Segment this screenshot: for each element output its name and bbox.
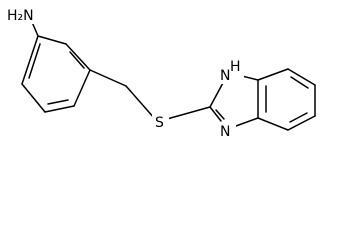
bond: [21, 83, 46, 113]
bond: [209, 80, 225, 108]
double-bond-line: [69, 51, 85, 69]
bond: [44, 105, 75, 113]
nitrogen-label: N: [220, 124, 230, 140]
bond: [287, 115, 316, 131]
double-bond-line: [215, 109, 225, 120]
double-bond-line: [289, 112, 308, 123]
nh-hydrogen-label: H: [230, 59, 241, 75]
methylene-bond: [89, 69, 127, 87]
benzene-ring: [21, 35, 91, 113]
amine-bond: [31, 21, 39, 37]
fused-benzene-ring: [257, 68, 316, 131]
bond: [257, 68, 289, 81]
bond: [209, 106, 222, 122]
atom-label-nitrogen: N: [218, 122, 236, 140]
bond: [37, 35, 67, 45]
sulfur-carbon-bond: [166, 106, 211, 120]
bond: [287, 68, 316, 86]
carbon-sulfur-bond: [125, 85, 156, 120]
bond: [21, 35, 39, 85]
atom-label-nh: H N: [218, 58, 244, 84]
bond: [65, 43, 91, 71]
atom-label-amine: H₂N: [6, 6, 48, 24]
double-bond-line: [47, 99, 69, 105]
amine-label: H₂N: [7, 8, 34, 24]
molecule-structure: H₂N S H N N: [6, 6, 316, 140]
bond: [73, 69, 91, 107]
bond: [257, 117, 289, 131]
double-bond-line: [290, 76, 309, 89]
bond: [235, 117, 259, 127]
sulfur-label: S: [155, 115, 164, 131]
double-bond-line: [28, 43, 41, 79]
atom-label-sulfur: S: [152, 113, 169, 131]
nh-nitrogen-label: N: [220, 68, 230, 84]
